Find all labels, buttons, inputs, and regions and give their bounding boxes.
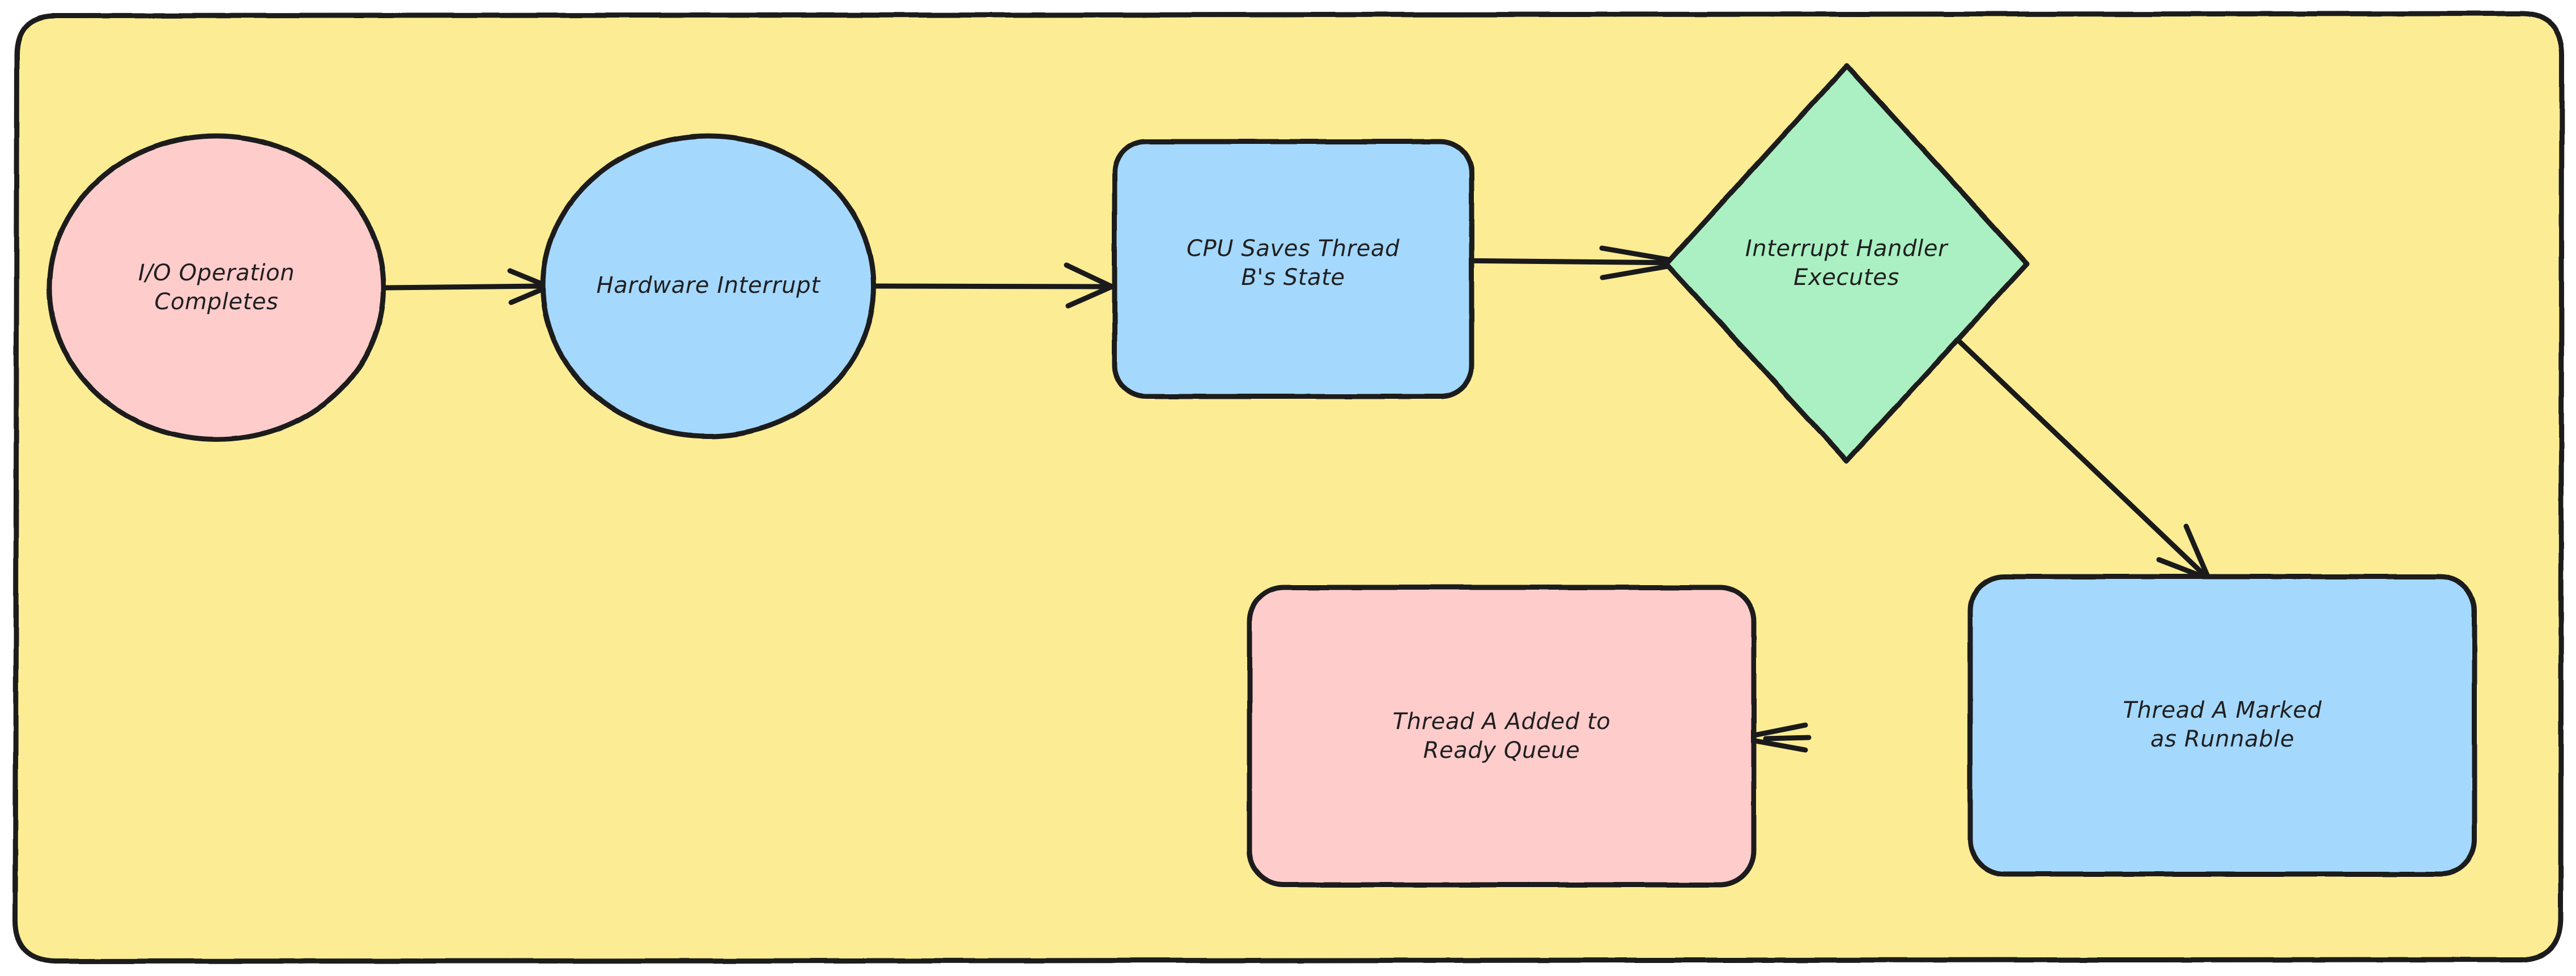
node-thread-a-marked-as-runnable[interactable] — [1967, 574, 2477, 877]
node-hardware-interrupt[interactable] — [540, 133, 877, 439]
node-layer — [46, 63, 2477, 888]
node-thread-a-added-to-ready-queue[interactable] — [1247, 585, 1757, 888]
edge-hardware-to-cpu — [870, 262, 1115, 309]
node-interrupt-handler-executes[interactable] — [1664, 63, 2030, 464]
node-io-operation-completes[interactable] — [46, 133, 386, 442]
node-cpu-saves-thread-b-state[interactable] — [1112, 139, 1474, 399]
